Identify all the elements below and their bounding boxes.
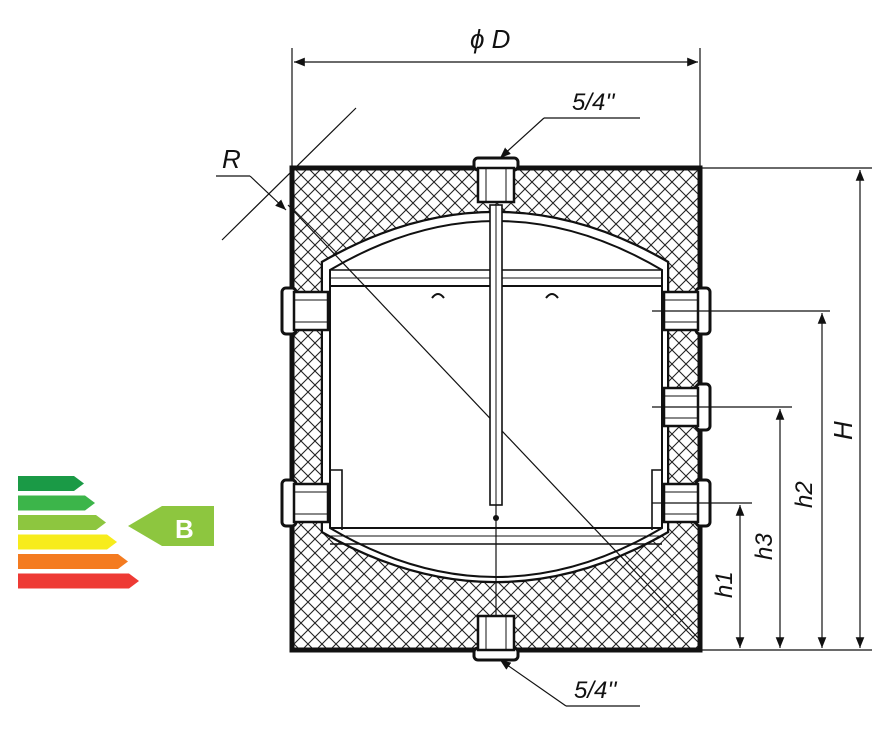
- dimension-lines: [216, 48, 872, 707]
- h2-label: h2: [791, 481, 818, 508]
- fittings: [280, 156, 712, 662]
- h1-label: h1: [711, 571, 738, 598]
- energy-class-bar: [18, 573, 139, 589]
- energy-class-bar: [18, 495, 95, 511]
- left-upper-port: [280, 286, 330, 336]
- energy-class-bar: [18, 554, 128, 569]
- energy-class-bar: [18, 515, 106, 530]
- diameter-label: ϕ D: [470, 24, 510, 54]
- top-port: [472, 156, 520, 204]
- bottom-port: [472, 614, 520, 662]
- energy-class-bar: [18, 534, 117, 550]
- height-label: H: [828, 421, 858, 440]
- energy-class-badge: [128, 506, 214, 546]
- radius-label: R: [222, 144, 241, 174]
- energy-class-letter: B: [175, 514, 194, 544]
- bottom-connection-label: 5/4'': [574, 677, 618, 704]
- tank-body: [287, 165, 703, 653]
- h3-label: h3: [751, 533, 778, 560]
- top-connection-label: 5/4'': [572, 89, 616, 116]
- energy-class-bar: [18, 476, 84, 491]
- energy-label: B: [18, 476, 214, 589]
- left-lower-port: [280, 478, 330, 528]
